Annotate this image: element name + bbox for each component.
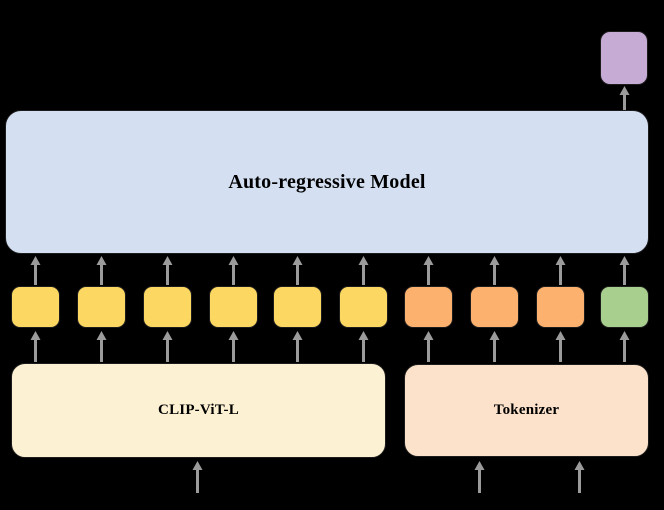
arrow-encoder-to-token-7 [422,331,435,362]
arrow-token-to-model-5 [291,256,304,285]
arrow-input-to-encoder-1 [191,461,204,493]
arrow-encoder-to-token-1 [29,331,42,362]
arrow-model-to-output-1 [618,86,631,110]
arrow-token-to-model-10 [618,256,631,285]
arrow-encoder-to-token-10 [618,331,631,362]
token-text-9 [536,286,585,328]
arrow-token-to-model-8 [488,256,501,285]
arrow-encoder-to-token-5 [291,331,304,362]
token-image-4 [209,286,258,328]
arrow-token-to-model-3 [161,256,174,285]
token-image-2 [77,286,126,328]
output-token [600,31,648,85]
arrow-token-to-model-2 [95,256,108,285]
auto-regressive-model-panel: Auto-regressive Model [5,110,649,254]
arrow-token-to-model-6 [357,256,370,285]
token-text-7 [404,286,453,328]
arrow-encoder-to-token-3 [161,331,174,362]
arrow-encoder-to-token-8 [488,331,501,362]
token-special-10 [600,286,649,328]
arrow-token-to-model-9 [554,256,567,285]
arrow-token-to-model-4 [227,256,240,285]
arrow-token-to-model-7 [422,256,435,285]
arrow-token-to-model-1 [29,256,42,285]
token-image-5 [273,286,322,328]
token-image-6 [339,286,388,328]
token-text-8 [470,286,519,328]
arrow-encoder-to-token-4 [227,331,240,362]
arrow-encoder-to-token-2 [95,331,108,362]
tokenizer-panel: Tokenizer [404,364,649,457]
vision-encoder-panel: CLIP-ViT-L [11,363,386,458]
arrow-encoder-to-token-9 [554,331,567,362]
arrow-input-to-encoder-2 [473,461,486,493]
token-image-3 [143,286,192,328]
token-image-1 [11,286,60,328]
arrow-encoder-to-token-6 [357,331,370,362]
arrow-input-to-encoder-3 [573,461,586,493]
